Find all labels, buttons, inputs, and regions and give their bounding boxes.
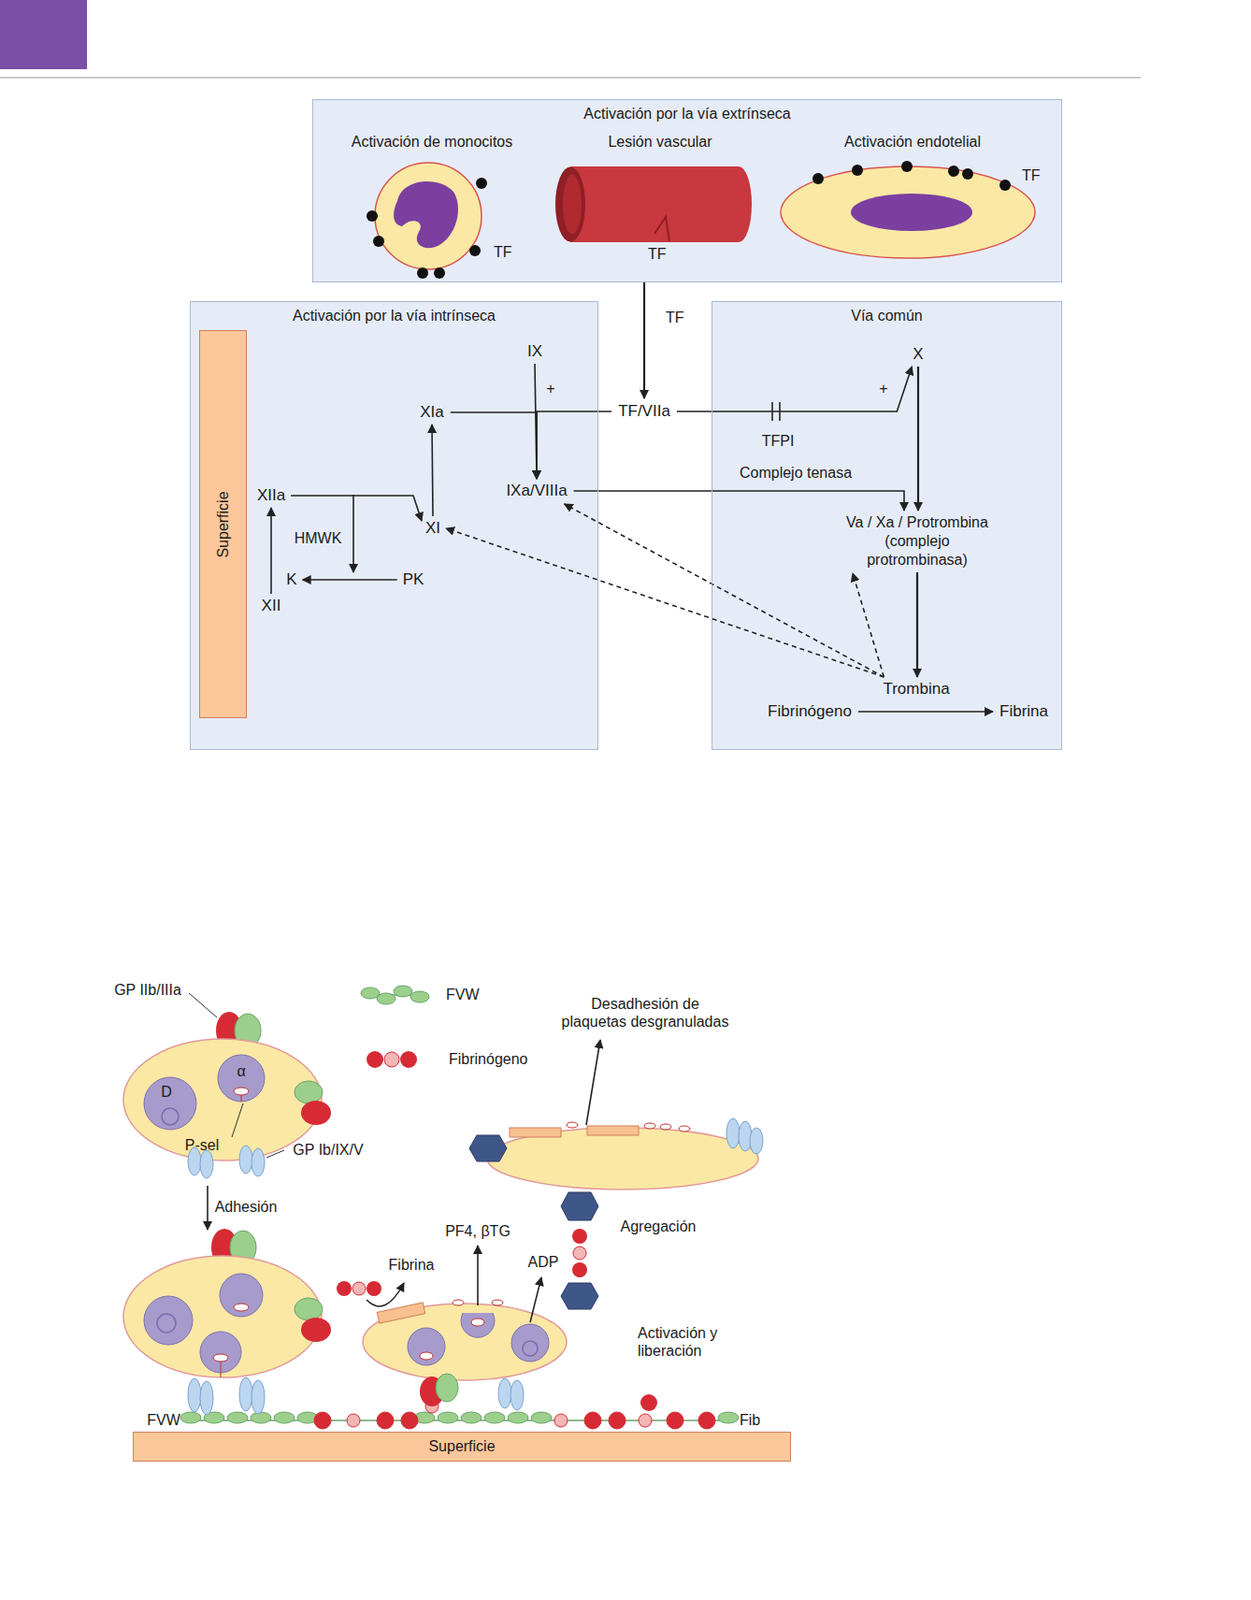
annotation-label: GP IIb/IIIa [114,980,182,999]
activation-arrow [290,495,422,521]
platelet-resting [123,992,331,1230]
cascade-marks [353,402,780,573]
factor-node: IXa/VIIIa [503,480,570,502]
feedback-arrow [852,573,884,677]
factor-node: Fibrinógeno [764,701,855,722]
activation-arrow [302,578,398,581]
annotation-label: α [236,1062,245,1080]
annotation-label: Activación y liberación [637,1323,743,1360]
platelet-adhered [123,1228,331,1415]
factor-node: XI [422,517,444,539]
activation-arrow [574,490,905,511]
surface-band: Superficie [199,330,247,719]
panel-fills [189,99,1063,750]
factor-node: IX [524,341,546,362]
annotation-label: PF4, βTG [445,1222,511,1240]
annotation-label: HMWK [294,529,343,547]
node-text: Lesión vascular [561,133,759,151]
factor-node: Trombina [879,678,952,700]
node-text: X [912,345,923,364]
annotation-label: ADP [528,1252,560,1271]
node-text: XIIa [257,486,286,505]
node-text: Activación por la vía intrínseca [190,307,598,325]
feedback-arrow [445,528,884,677]
node-text: Vía común [712,307,1062,325]
platelet-activated [336,1192,599,1410]
activation-source: Activación de monocitosTF [338,128,526,278]
node-text: IX [527,342,543,361]
factor-node: Fibrina [996,701,1051,722]
node-text: IXa/VIIIa [505,481,567,501]
edge-label: TF [665,308,685,327]
activation-arrow [450,412,537,479]
annotation-label: Adhesión [215,1197,278,1216]
vessel [555,166,752,243]
node-text: TF/VIIa [618,402,671,421]
factor-node: X [909,344,926,365]
activation-arrow [917,366,920,511]
factor-node: XIIa [254,485,288,506]
pathway-panel: Vía comúnX Va / Xa / Protrombina (complej… [711,301,1063,750]
annotation-label: Agregación [620,1217,697,1236]
node-text: XII [261,596,282,616]
feedback-arrow [564,503,885,677]
pathway-panel: Activación por la vía extrínsecaActivaci… [312,99,1063,283]
annotation-label: Desadhesión de plaquetas desgranuladas [559,994,733,1031]
activation-arrow [536,411,612,479]
activation-arrow [916,572,919,677]
annotation-label: GP Ib/IX/V [292,1140,363,1159]
header-rule [0,76,1141,78]
annotation-label: FVW [146,1410,181,1429]
pathway-panel: Activación por la vía intrínsecaSuperfic… [189,301,599,750]
node-text: Superficie [215,490,232,558]
factor-node: K [283,569,300,590]
corner-tab [0,0,87,70]
factor-node: PK [400,569,428,590]
annotation-label: Fibrina [388,1255,435,1274]
monocyte [366,162,488,279]
node-subtext: TF [493,244,513,261]
activation-source: Lesión vascularTF [561,128,759,278]
activation-source: Activación endotelialTF [776,128,1049,278]
activation-arrow [643,282,646,399]
activation-arrow [858,710,993,713]
node-text: Activación de monocitos [338,133,526,151]
node-subtext: TF [647,245,667,263]
edge-label: Complejo tenasa [739,463,852,482]
factor-node: XIa [417,402,447,423]
node-text: K [286,570,297,590]
node-text: XI [425,518,441,538]
surface-band: Superficie [132,1431,791,1462]
annotation-label: D [160,1082,173,1101]
annotation-label: Fib [739,1410,761,1429]
annotation-label: + [546,379,555,398]
activation-arrow [431,424,433,517]
node-text: Activación por la vía extrínseca [313,105,1062,123]
node-text: Va / Xa / Protrombina (complejo protromb… [836,513,998,570]
node-text: Fibrinógeno [767,702,852,721]
factor-node: TF/VIIa [615,401,674,422]
node-text: Superficie [133,1437,791,1455]
node-subtext: TF [1021,167,1041,185]
legend-text: Fibrinógeno [448,1049,529,1068]
activation-arrow [270,507,273,594]
node-text: Trombina [882,679,950,699]
annotation-label: P-sel [185,1135,219,1154]
node-text: XIa [419,402,445,422]
node-text: PK [402,570,425,590]
endothelial-cell [780,160,1036,259]
node-text: Activación endotelial [776,133,1049,151]
legend-text: FVW [445,985,480,1004]
factor-node: Va / Xa / Protrombina (complejo protromb… [834,512,1001,571]
legend-samples [360,985,430,1068]
annotation-label: TFPI [762,431,795,450]
annotation-label: + [878,379,888,398]
node-text: Fibrina [999,702,1049,721]
factor-node: XII [258,595,285,617]
